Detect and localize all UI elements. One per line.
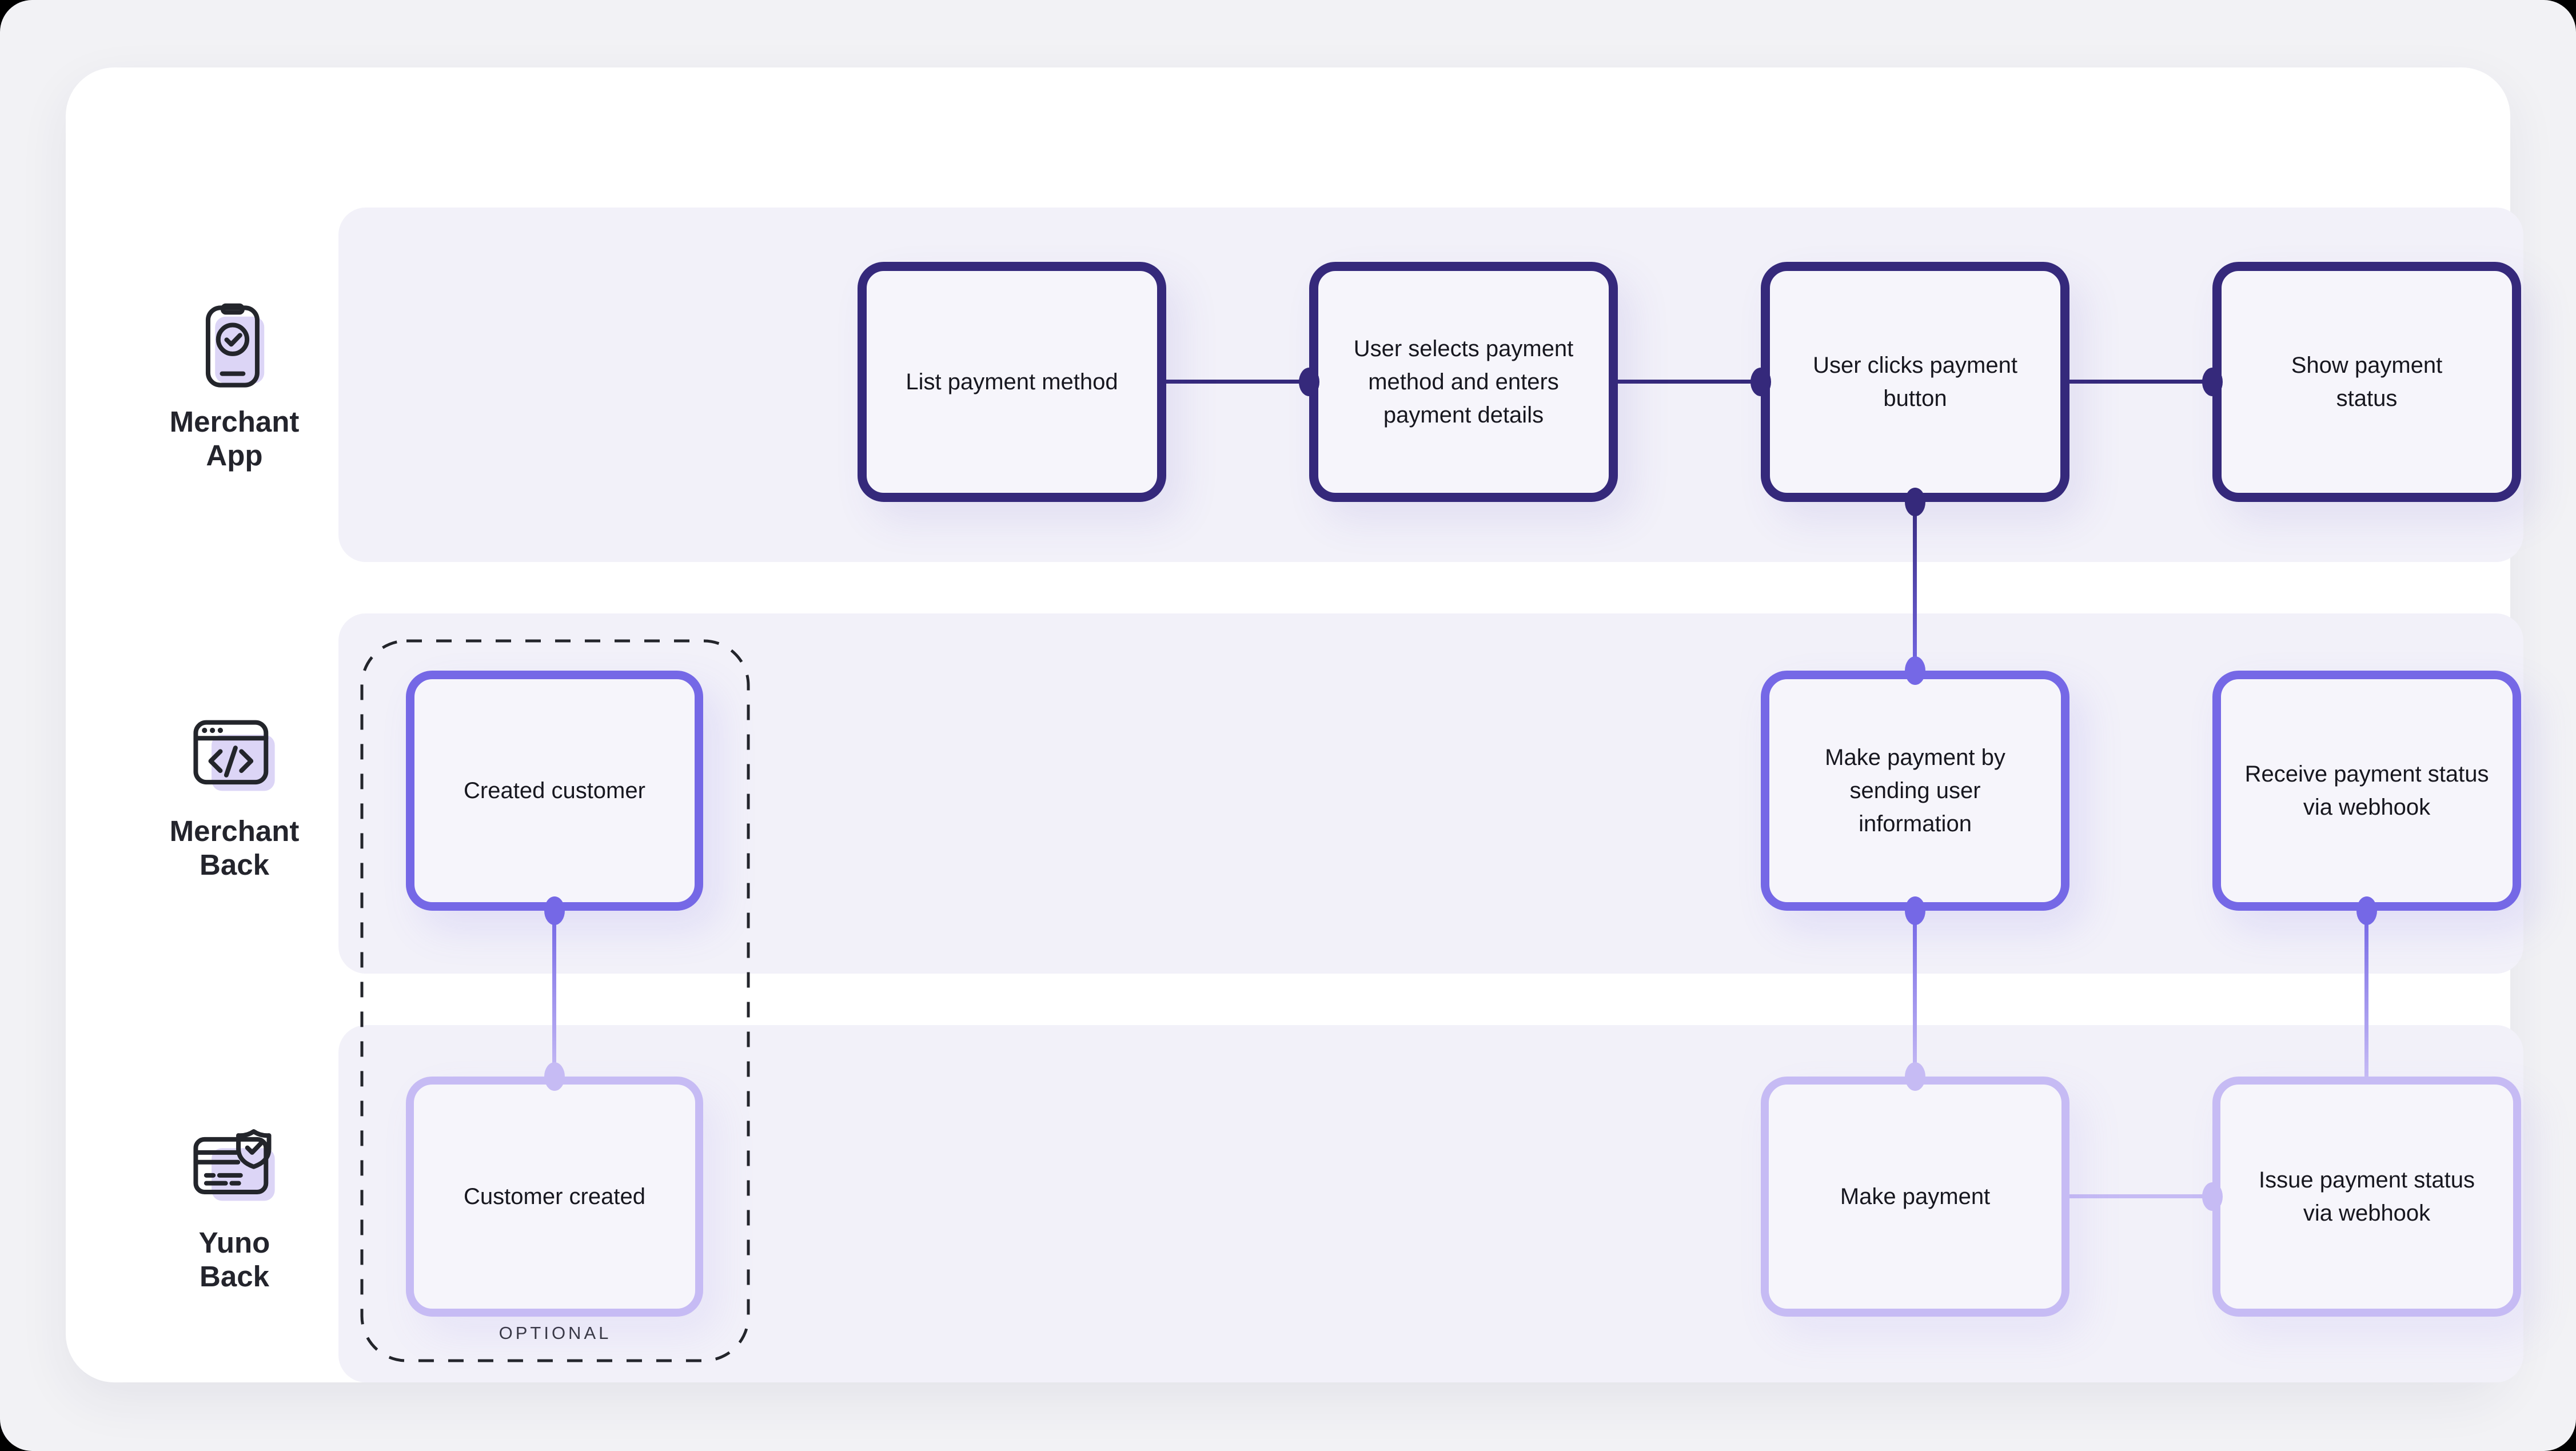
node-show-payment-status: Show payment status [2212,262,2521,502]
lane-label-merchant-back: Merchant Back [140,707,329,882]
connector-dot [1905,896,1925,925]
connector-dot [1299,368,1319,396]
node-user-selects-payment: User selects payment method and enters p… [1309,262,1618,502]
lane-title: Yuno Back [198,1226,270,1293]
connector-clicks-to-make-payment-info [1913,502,1917,671]
connector-receive-status-to-issue-status [2364,911,2368,1077]
connector-make-payment-info-to-make-payment [1913,911,1917,1077]
connector-clicks-to-show [2069,380,2212,384]
code-window-icon [193,720,275,791]
connector-dot [2202,1182,2223,1211]
optional-group-label: OPTIONAL [499,1323,612,1343]
connector-dot [1905,656,1925,685]
connector-selects-to-clicks [1581,380,1761,384]
lane-title: Merchant App [169,405,300,472]
node-make-payment: Make payment [1761,1077,2069,1317]
connector-make-payment-to-issue-status [2069,1194,2212,1198]
phone-check-icon [205,303,265,388]
lane-label-yuno-back: Yuno Back [140,1118,329,1293]
connector-list-to-selects [1166,380,1309,384]
lane-label-merchant-app: Merchant App [140,297,329,472]
node-created-customer: Created customer [406,671,703,911]
card-shield-icon [193,1129,275,1201]
node-customer-created: Customer created [406,1077,703,1317]
connector-dot [2356,896,2377,925]
connector-created-customer-to-customer-created [552,911,556,1077]
lane-title: Merchant Back [169,815,300,882]
connector-dot [2202,368,2223,396]
node-user-clicks-payment: User clicks payment button [1761,262,2069,502]
connector-dot [1905,1062,1925,1091]
connector-dot [1750,368,1771,396]
node-list-payment-method: List payment method [858,262,1166,502]
connector-dot [544,896,565,925]
node-make-payment-sending-user-info: Make payment by sending user information [1761,671,2069,911]
node-issue-payment-status-webhook: Issue payment status via webhook [2212,1077,2521,1317]
connector-dot [1905,488,1925,516]
connector-dot [544,1062,565,1091]
node-receive-payment-status-webhook: Receive payment status via webhook [2212,671,2521,911]
diagram-card: Merchant App Merchant Back [66,67,2523,1382]
optional-group-outline [360,639,750,1362]
